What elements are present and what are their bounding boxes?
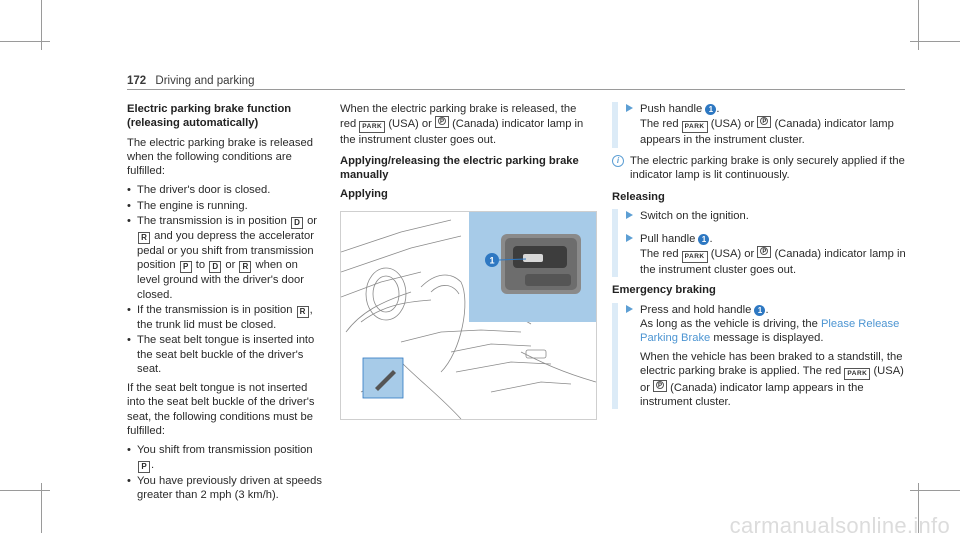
gear-r-symbol: R <box>239 261 252 274</box>
conditions-list: The driver's door is closed. The engine … <box>127 183 323 376</box>
subheading-emergency: Emergency braking <box>612 284 716 297</box>
parking-brake-indicator-icon <box>757 246 772 259</box>
step-press-hold-handle: Press and hold handle 1. As long as the … <box>626 303 912 346</box>
step-arrow-icon <box>626 104 633 112</box>
step-switch-ignition: Switch on the ignition. <box>626 209 912 223</box>
step-arrow-icon <box>626 211 633 220</box>
watermark: carmanualsonline.info <box>729 512 950 538</box>
gear-d-symbol: D <box>290 217 303 230</box>
parking-brake-indicator-icon <box>434 116 449 129</box>
column-right: Push handle 1. The red PARK (USA) or (Ca… <box>612 102 912 415</box>
gear-r-symbol: R <box>296 305 309 318</box>
section-heading: Electric parking brake function (releasi… <box>127 103 292 130</box>
crop-mark <box>0 490 50 491</box>
seatbelt-paragraph: If the seat belt tongue is not inserted … <box>127 382 315 438</box>
park-indicator-icon: PARK <box>681 121 708 134</box>
page-header: 172 Driving and parking <box>127 74 254 88</box>
emergency-steps: Press and hold handle 1. As long as the … <box>612 302 912 410</box>
list-item: The driver's door is closed. <box>127 183 323 198</box>
list-item: If the transmission is in position R, th… <box>127 303 323 332</box>
crop-mark <box>41 483 42 533</box>
apply-steps: Push handle 1. The red PARK (USA) or (Ca… <box>612 102 912 148</box>
crop-mark <box>918 0 919 50</box>
column-left: Electric parking brake function (releasi… <box>127 102 323 507</box>
crop-mark <box>41 0 42 50</box>
parking-brake-illustration: 1 <box>340 211 597 420</box>
release-steps: Switch on the ignition. Pull handle 1. T… <box>612 209 912 278</box>
park-indicator-icon: PARK <box>359 121 386 134</box>
intro-paragraph: The electric parking brake is released w… <box>127 136 313 178</box>
emergency-paragraph: When the vehicle has been braked to a st… <box>626 350 912 410</box>
gear-d-symbol: D <box>209 261 222 274</box>
subheading-applying: Applying <box>340 188 388 201</box>
subheading-releasing: Releasing <box>612 191 665 204</box>
info-icon: i <box>612 154 624 167</box>
list-item: The engine is running. <box>127 199 323 214</box>
gear-p-symbol: P <box>179 261 192 274</box>
callout-number: 1 <box>754 304 766 316</box>
callout-number: 1 <box>489 256 494 266</box>
header-divider <box>127 89 905 90</box>
list-item: You have previously driven at speeds gre… <box>127 474 323 503</box>
section-heading: Applying/releasing the electric parking … <box>340 154 579 181</box>
park-indicator-icon: PARK <box>844 367 871 380</box>
park-indicator-icon: PARK <box>681 251 708 264</box>
crop-mark <box>0 41 50 42</box>
dashboard-drawing: 1 <box>341 212 596 419</box>
release-paragraph: When the electric parking brake is relea… <box>340 102 595 148</box>
info-note: i The electric parking brake is only sec… <box>612 154 912 183</box>
step-arrow-icon <box>626 304 633 313</box>
display-message: Please Release Parking Brake <box>640 317 900 345</box>
parking-brake-indicator-icon <box>653 379 668 392</box>
callout-number: 1 <box>705 104 717 115</box>
step-arrow-icon <box>626 233 633 242</box>
crop-mark <box>910 490 960 491</box>
column-middle: When the electric parking brake is relea… <box>340 102 595 206</box>
step-push-handle: Push handle 1. The red PARK (USA) or (Ca… <box>626 102 912 148</box>
step-pull-handle: Pull handle 1. The red PARK (USA) or (Ca… <box>626 232 912 278</box>
list-item: The transmission is in position D or R a… <box>127 214 323 302</box>
list-item: The seat belt tongue is inserted into th… <box>127 333 323 376</box>
page-number: 172 <box>127 75 147 87</box>
list-item: You shift from transmission position P. <box>127 443 323 473</box>
gear-r-symbol: R <box>138 232 150 245</box>
parking-brake-indicator-icon <box>757 116 772 129</box>
crop-mark <box>918 483 919 533</box>
gear-p-symbol: P <box>138 460 150 473</box>
callout-number: 1 <box>698 233 710 245</box>
seatbelt-conditions-list: You shift from transmission position P. … <box>127 443 323 502</box>
crop-mark <box>910 41 960 42</box>
section-title: Driving and parking <box>155 75 255 87</box>
